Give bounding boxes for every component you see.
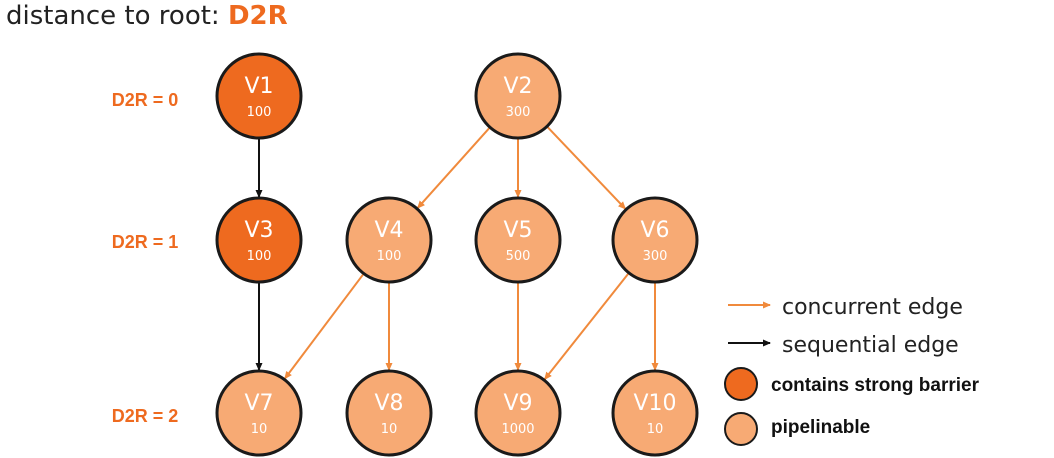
node-circle [215, 196, 303, 284]
legend-concurrent-label: concurrent edge [782, 295, 963, 320]
node-label: V7 [244, 391, 273, 416]
node-circle [474, 52, 562, 140]
node-circle [215, 369, 303, 457]
edge-v2-v6 [546, 125, 627, 210]
diagram-title: distance to root: D2R [6, 1, 288, 31]
node-label: V4 [374, 218, 403, 243]
edges [255, 125, 659, 381]
node-label: V1 [244, 74, 273, 99]
node-value: 300 [506, 105, 531, 120]
node-circle [345, 369, 433, 457]
node-label: V6 [640, 218, 669, 243]
node-value: 100 [247, 249, 272, 264]
level-label-d2r-2: D2R = 2 [112, 406, 179, 426]
level-label-d2r-1: D2R = 1 [112, 232, 179, 252]
node-value: 500 [506, 249, 531, 264]
node-value: 10 [381, 422, 398, 437]
node-label: V9 [503, 391, 532, 416]
node-label: V5 [503, 218, 532, 243]
node-circle [611, 369, 699, 457]
node-label: V10 [633, 391, 676, 416]
node-circle [345, 196, 433, 284]
legend: concurrent edge sequential edge contains… [724, 295, 980, 446]
node-value: 10 [647, 422, 664, 437]
legend-sequential-label: sequential edge [782, 333, 959, 358]
level-label-d2r-0: D2R = 0 [112, 90, 179, 110]
level-labels: D2R = 0 D2R = 1 D2R = 2 [112, 90, 179, 426]
node-value: 10 [251, 422, 268, 437]
node-v9: V9 1000 [474, 369, 562, 457]
legend-pipelinable-swatch [724, 412, 758, 446]
legend-pipelinable-label: pipelinable [771, 417, 870, 438]
node-circle [611, 196, 699, 284]
node-label: V8 [374, 391, 403, 416]
node-circle [474, 369, 562, 457]
node-circle [215, 52, 303, 140]
legend-barrier-swatch [724, 367, 758, 401]
edge-v2-v4 [416, 126, 491, 209]
node-value: 100 [247, 105, 272, 120]
node-value: 1000 [501, 422, 534, 437]
node-circle [474, 196, 562, 284]
edge-v6-v9 [543, 272, 630, 381]
edge-v4-v7 [284, 272, 365, 380]
title-highlight: D2R [227, 1, 288, 31]
node-value: 100 [377, 249, 402, 264]
legend-barrier-label: contains strong barrier [771, 375, 980, 396]
title-prefix: distance to root: [6, 1, 228, 31]
node-label: V2 [503, 74, 532, 99]
node-label: V3 [244, 218, 273, 243]
nodes: V1100V2300V3100V4100V5500V6300V710V810V9… [215, 52, 699, 457]
node-value: 300 [643, 249, 668, 264]
